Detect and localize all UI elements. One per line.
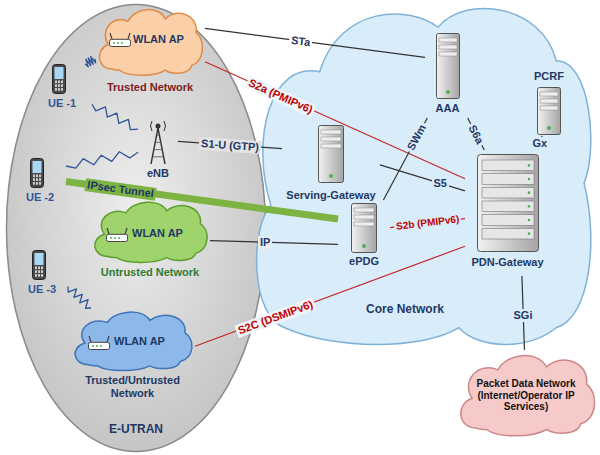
node-label: Packet Data Network (Internet/Operator I… (471, 378, 581, 413)
wlan-cloud: WLAN AP Trusted Network (95, 5, 205, 97)
interface-label: S5 (432, 177, 449, 190)
interface-link (390, 219, 465, 228)
server-node: Serving-Gateway (282, 125, 380, 205)
node-label: Core Network (350, 303, 460, 317)
interface-link (66, 182, 338, 219)
node-label: Serving-Gateway (282, 189, 380, 202)
interface-link (205, 62, 465, 179)
interface-link (178, 141, 282, 148)
cloud-shape (257, 8, 591, 344)
gateway-icon (477, 154, 539, 252)
node-label: Trusted/Untrusted Network (70, 374, 195, 399)
cloud-shape (461, 356, 595, 436)
wlan-cloud: WLAN AP Trusted/Untrusted Network (70, 308, 195, 404)
user-equipment: UE -2 (26, 158, 66, 206)
gateway-node: PDN-Gateway (465, 150, 550, 276)
interface-link (210, 241, 338, 245)
server-node: PCRF (526, 70, 572, 136)
interface-label: IPsec Tunnel (84, 178, 156, 201)
interface-label: Gx (531, 137, 550, 150)
server-node: ePDG (338, 200, 390, 270)
wireless-link (66, 152, 138, 168)
server-node: AAA (425, 30, 470, 118)
base-station: eNB (138, 120, 178, 182)
interface-label: S2C (DSMIPv6) (234, 297, 316, 338)
interface-link (383, 118, 427, 200)
access-point-icon (109, 33, 131, 47)
node-label: WLAN AP (133, 33, 199, 46)
node-label: UE -3 (28, 283, 68, 296)
interface-label: SGi (512, 309, 535, 322)
node-label: E-UTRAN (91, 423, 181, 437)
interface-label: S1-U (GTP) (199, 136, 262, 153)
interface-link (538, 136, 542, 150)
node-label: WLAN AP (114, 335, 184, 348)
user-equipment: UE -1 (48, 64, 92, 110)
cloud-shape (95, 202, 207, 262)
cloud-shape (99, 10, 202, 76)
wireless-link (85, 57, 95, 67)
node-label: WLAN AP (132, 227, 202, 240)
interface-label: SWm (403, 120, 430, 154)
wlan-cloud: WLAN AP Untrusted Network (90, 198, 210, 282)
region-ellipse (7, 5, 266, 452)
tower-icon (144, 120, 172, 164)
interface-link (195, 246, 465, 346)
node-label: Trusted Network (95, 81, 205, 94)
phone-icon (52, 64, 66, 94)
cloud-outline (250, 5, 598, 350)
interface-link (468, 118, 485, 150)
interface-link (380, 165, 465, 191)
phone-icon (32, 250, 46, 280)
phone-icon (30, 158, 44, 188)
node-label: ePDG (338, 255, 390, 268)
interface-link (522, 276, 525, 350)
interface-label: S2b (PMIPv6) (393, 213, 461, 233)
core-network: Core Network AAA PCRF Serving-Gateway ePDG PD… (250, 5, 598, 350)
node-label: eNB (138, 167, 178, 180)
interface-label: S2a (PMIPv6) (244, 75, 316, 117)
node-label: PDN-Gateway (465, 256, 550, 269)
node-label: Untrusted Network (90, 266, 210, 279)
server-icon (351, 203, 377, 253)
server-icon (318, 125, 344, 183)
network-region: E-UTRAN WLAN AP Trusted NetworkUE -1 eNB UE … (5, 3, 267, 453)
node-label: UE -2 (26, 191, 66, 204)
interface-label: IP (258, 236, 272, 249)
node-label: PCRF (526, 70, 572, 83)
interface-link (205, 28, 425, 57)
access-point-icon (106, 228, 128, 242)
interface-label: STa (288, 33, 313, 49)
node-label: AAA (425, 102, 470, 115)
node-label: UE -1 (48, 97, 92, 110)
wireless-link (68, 286, 91, 308)
server-icon (537, 87, 561, 135)
access-point-icon (88, 336, 110, 350)
network-cloud: Packet Data Network (Internet/Operator I… (455, 350, 598, 438)
server-icon (436, 33, 460, 99)
user-equipment: UE -3 (28, 250, 68, 298)
interface-label: S6a (465, 121, 488, 148)
cloud-shape (75, 312, 192, 370)
wireless-link (92, 104, 138, 129)
